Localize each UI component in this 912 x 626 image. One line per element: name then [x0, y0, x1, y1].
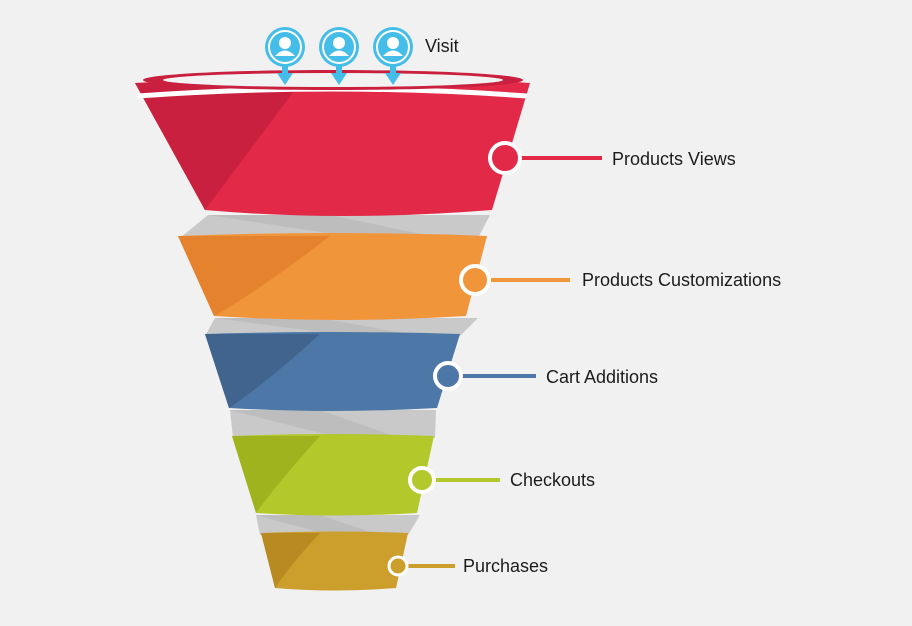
band-checkouts-shade: [232, 436, 320, 513]
stage-label-cart-additions: Cart Additions: [546, 367, 659, 387]
connector-3-shadow: [230, 410, 400, 438]
stage-label-purchases: Purchases: [463, 556, 549, 576]
stage-label-products-customizations: Products Customizations: [582, 270, 782, 290]
connector-4-shadow: [256, 515, 380, 535]
connector-2-shadow: [215, 318, 420, 336]
visitor-icons: [265, 27, 413, 85]
callout-dot-checkouts: [408, 466, 436, 494]
stage-label-checkouts: Checkouts: [510, 470, 596, 490]
callout-dot-cart-additions: [433, 361, 463, 391]
user-icon: [319, 27, 359, 85]
funnel-stage-products-views: [135, 70, 530, 216]
callout-dot-products-customizations: [459, 264, 491, 296]
band-products-views-shade: [135, 83, 300, 210]
callouts: [387, 141, 602, 577]
band-cart-additions-shade: [205, 334, 320, 408]
user-icon: [265, 27, 305, 85]
connector-1-shadow: [208, 215, 440, 238]
funnel-stage-checkouts: [232, 434, 434, 516]
user-icon: [373, 27, 413, 85]
callout-dot-products-views: [488, 141, 522, 175]
funnel-stage-products-customizations: [178, 233, 487, 320]
funnel-connectors: [180, 215, 490, 535]
visit-label: Visit: [425, 36, 459, 56]
band-purchases-shade: [261, 533, 320, 588]
funnel-stage-purchases: [261, 531, 408, 591]
callout-dot-purchases: [387, 555, 409, 577]
band-products-customizations-shade: [178, 236, 330, 316]
stage-label-products-views: Products Views: [612, 149, 736, 169]
funnel-opening-inner: [163, 73, 503, 87]
funnel-stage-cart-additions: [205, 332, 460, 411]
